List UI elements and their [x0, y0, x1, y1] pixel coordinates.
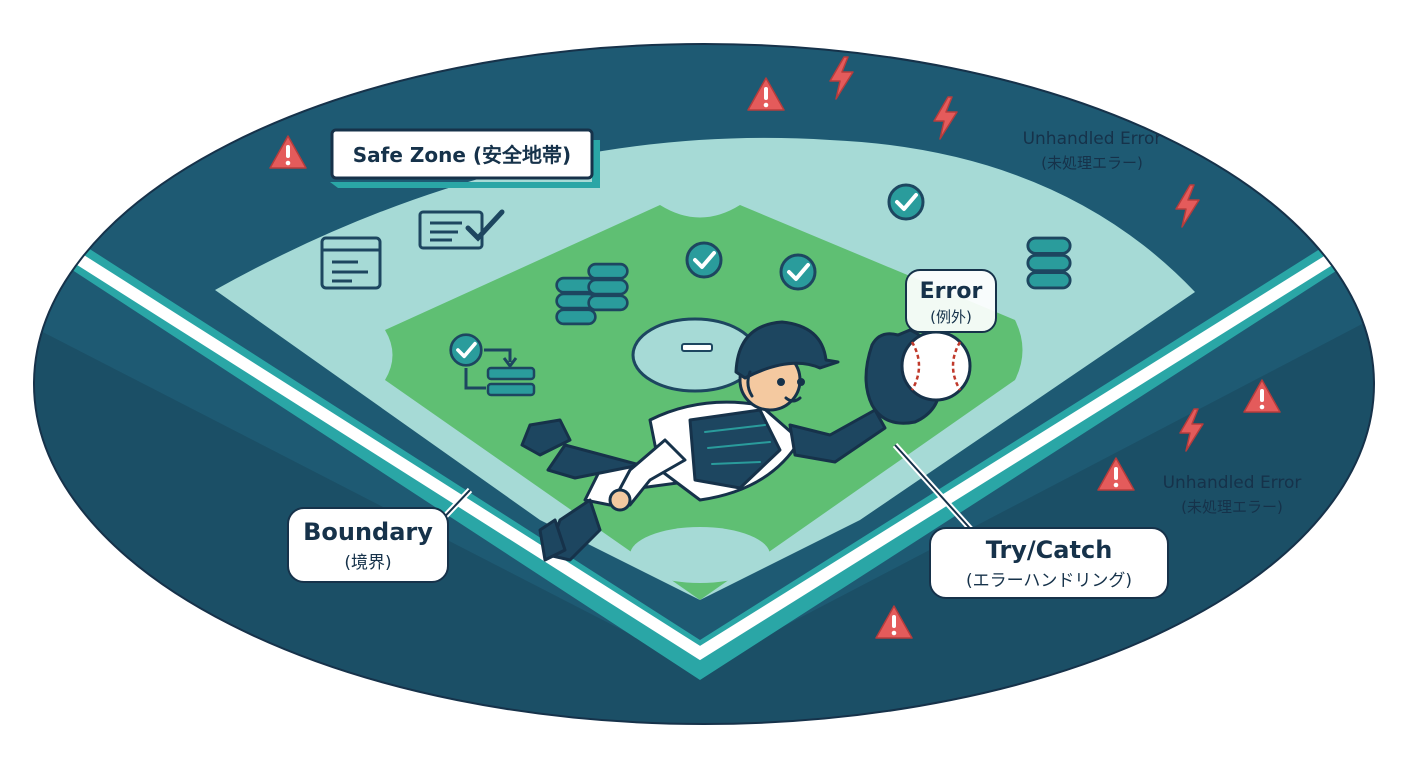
unhandled-error-label-1: Unhandled Error (未処理エラー) — [1023, 129, 1162, 172]
pitchers-mound — [631, 317, 759, 393]
error-callout: Error (例外) — [905, 269, 997, 333]
unhandled-error-subtitle-1: (未処理エラー) — [1041, 154, 1143, 172]
database-icon — [1026, 236, 1072, 290]
safe-zone-label: Safe Zone (安全地帯) — [353, 143, 571, 167]
database-icon — [587, 262, 629, 312]
error-title: Error — [920, 279, 983, 304]
unhandled-error-title-1: Unhandled Error — [1023, 129, 1162, 149]
boundary-callout: Boundary (境界) — [287, 507, 449, 583]
trycatch-subtitle: (エラーハンドリング) — [966, 571, 1132, 591]
safe-zone-banner: Safe Zone (安全地帯) — [330, 128, 600, 188]
check-circle-icon — [779, 253, 817, 291]
code-window-icon — [320, 236, 382, 290]
trycatch-title: Try/Catch — [986, 536, 1113, 564]
trycatch-callout: Try/Catch (エラーハンドリング) — [929, 527, 1169, 599]
flow-icon — [448, 332, 536, 397]
boundary-title: Boundary — [303, 518, 433, 546]
unhandled-error-subtitle-2: (未処理エラー) — [1181, 498, 1283, 516]
boundary-subtitle: (境界) — [344, 553, 391, 573]
checklist-icon — [418, 209, 505, 250]
check-circle-icon — [887, 183, 925, 221]
unhandled-error-label-2: Unhandled Error (未処理エラー) — [1163, 473, 1302, 516]
error-subtitle: (例外) — [930, 308, 972, 326]
unhandled-error-title-2: Unhandled Error — [1163, 473, 1302, 493]
baseball-icon — [900, 330, 972, 402]
check-circle-icon — [685, 241, 723, 279]
